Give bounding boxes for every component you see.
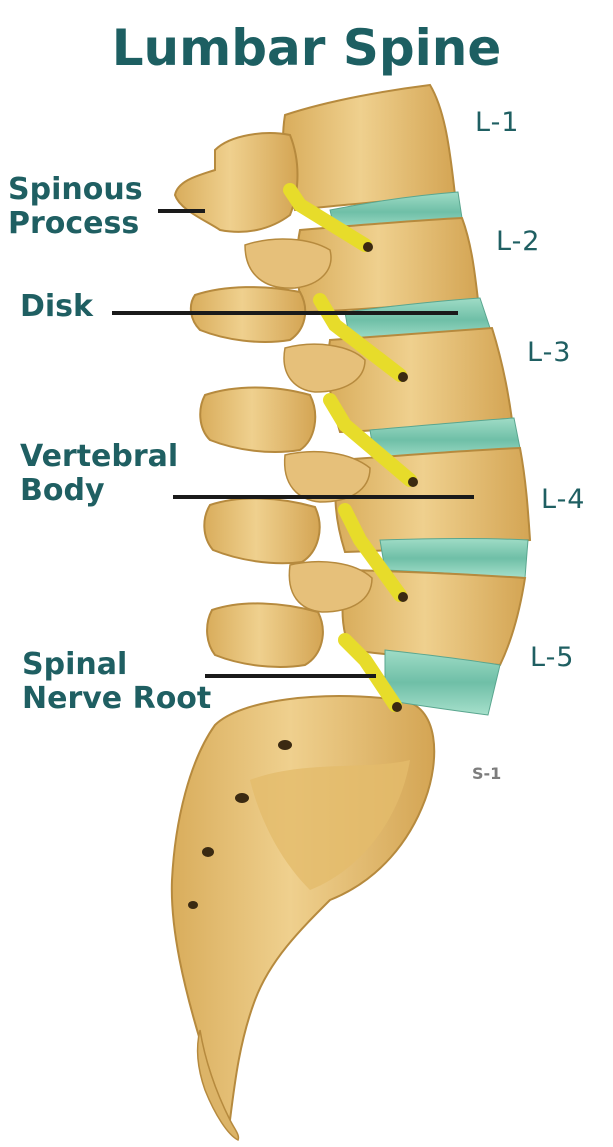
diagram-title: Lumbar Spine	[111, 19, 502, 77]
label-vertebral-body-line1: Vertebral	[20, 439, 179, 474]
articular-process-l4	[288, 560, 373, 613]
spinous-process-l1	[173, 132, 299, 233]
coccyx	[196, 1029, 240, 1142]
level-label-l5: L-5	[530, 642, 575, 673]
level-label-l2: L-2	[496, 226, 541, 257]
sacrum	[170, 695, 436, 1123]
nerve-root-ends	[363, 242, 418, 712]
leader-lines	[112, 209, 474, 678]
nerve-roots	[283, 183, 417, 712]
nerve-root-l1	[283, 183, 372, 252]
label-spinous-process: Spinous Process	[8, 173, 143, 240]
nerve-root-l3	[323, 393, 417, 487]
nerve-root-l4	[338, 503, 407, 602]
label-spinal-nerve-root-line2: Nerve Root	[22, 680, 212, 716]
label-spinous-process-line1: Spinous	[8, 172, 143, 207]
label-vertebral-body-line2: Body	[20, 472, 105, 508]
label-spinal-nerve-root-line1: Spinal	[22, 647, 128, 682]
spinous-process-l4	[203, 497, 321, 565]
label-spinous-process-line2: Process	[8, 205, 140, 241]
disk-l5-s1	[384, 649, 501, 716]
spinous-process-l3	[199, 386, 317, 453]
vertebral-body-l1	[282, 83, 457, 212]
vertebral-body-l4	[334, 446, 532, 554]
label-disk: Disk	[20, 289, 93, 324]
sacral-foramina	[188, 740, 292, 909]
level-label-l3: L-3	[527, 337, 572, 368]
label-vertebral-body: Vertebral Body	[20, 440, 178, 507]
sacrum-shadow	[250, 760, 410, 890]
sacrum-label: S-1	[472, 764, 502, 783]
spinous-process-l5	[206, 602, 324, 668]
level-label-l4: L-4	[541, 484, 586, 515]
level-label-l1: L-1	[475, 107, 520, 138]
nerve-root-l5	[338, 633, 402, 712]
articular-process-l3	[283, 450, 371, 503]
articular-process-l1	[244, 238, 332, 289]
articular-process-l2	[283, 343, 366, 393]
label-spinal-nerve-root: Spinal Nerve Root	[22, 648, 211, 715]
nerve-root-l2	[313, 293, 407, 382]
